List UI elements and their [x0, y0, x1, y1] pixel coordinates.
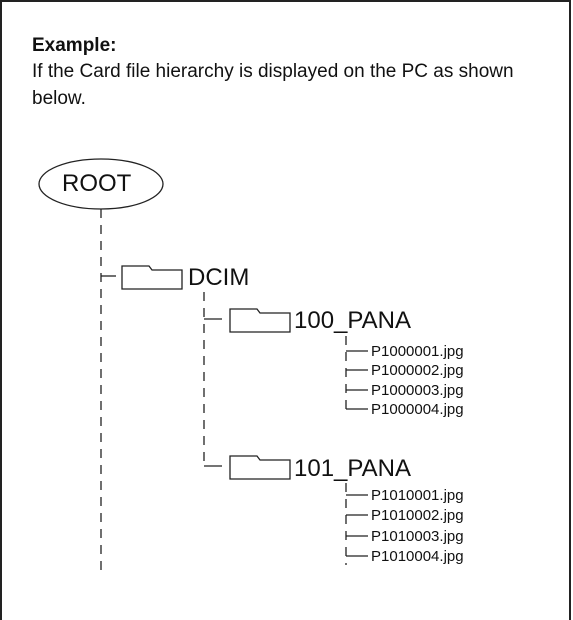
hierarchy-diagram: [38, 158, 368, 575]
folder2-file-2: P1010002.jpg: [371, 507, 464, 524]
folder1-file-1: P1000001.jpg: [371, 343, 464, 360]
folder2-file-1: P1010001.jpg: [371, 487, 464, 504]
folder1-file-4: P1000004.jpg: [371, 401, 464, 418]
folder1-file-2: P1000002.jpg: [371, 362, 464, 379]
dcim-label: DCIM: [188, 264, 250, 291]
folder1-file-3: P1000003.jpg: [371, 382, 464, 399]
folder2-file-4: P1010004.jpg: [371, 548, 464, 565]
folder2-icon: [229, 455, 291, 480]
folder2-label: 101_PANA: [294, 455, 411, 482]
folder1-label: 100_PANA: [294, 307, 411, 334]
example-intro-text: If the Card file hierarchy is displayed …: [32, 61, 514, 109]
root-label: ROOT: [62, 170, 132, 197]
dcim-folder-icon: [121, 265, 183, 290]
folder1-icon: [229, 308, 291, 333]
folder2-file-3: P1010003.jpg: [371, 528, 464, 545]
example-heading: Example:: [32, 35, 117, 56]
